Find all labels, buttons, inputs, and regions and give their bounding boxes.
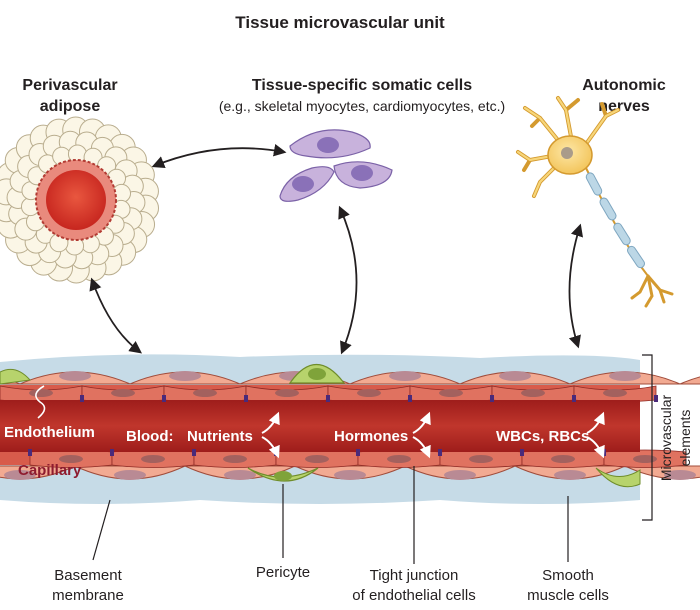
tight-junction xyxy=(438,449,442,456)
pericyte-cell xyxy=(247,467,319,482)
tight-junction xyxy=(654,395,658,402)
somatic-cells-label: Tissue-specific somatic cells xyxy=(252,77,472,94)
flow-arrows xyxy=(261,411,605,459)
basement-membrane-label: Basement xyxy=(54,567,122,584)
tight-junction xyxy=(244,395,248,402)
callout-lines xyxy=(92,466,569,564)
endothelium-pointer xyxy=(35,385,46,419)
tight-junction xyxy=(110,449,114,456)
pericyte-cell xyxy=(0,368,31,385)
adipose-vessel-lumen xyxy=(46,170,106,230)
tight-junction xyxy=(572,395,576,402)
endothelium-label: Endothelium xyxy=(4,424,95,441)
tight-junction xyxy=(80,395,84,402)
pericyte-cell xyxy=(595,467,641,488)
smooth-muscle-cell xyxy=(679,376,700,385)
perivascular-label-line2: adipose xyxy=(40,98,101,115)
somatic-cell xyxy=(279,166,335,202)
capillary-label: Capillary xyxy=(18,462,82,479)
nutrients-label: Nutrients xyxy=(187,428,253,445)
arrow-nerve-vessel xyxy=(568,223,584,349)
tight-junction xyxy=(28,449,32,456)
basement-membrane-label-line2: membrane xyxy=(52,587,124,604)
arrow-adipose-vessel xyxy=(89,277,143,354)
arrow-adipose-somatic xyxy=(151,144,287,169)
wbcs-rbcs-label: WBCs, RBCs xyxy=(496,428,589,445)
diagram-title: Tissue microvascular unit xyxy=(235,13,445,32)
microvascular-elements-label: Microvascular xyxy=(658,394,674,481)
tight-junction-label: Tight junction xyxy=(370,567,459,584)
perivascular-adipose xyxy=(0,116,160,284)
pericyte-label: Pericyte xyxy=(256,564,310,581)
pericyte-cell xyxy=(288,364,346,384)
microvascular-elements-label-line2: elements xyxy=(677,410,693,467)
arrow-somatic-vessel xyxy=(338,205,358,355)
tight-junction xyxy=(356,449,360,456)
tight-junction xyxy=(408,395,412,402)
capillary-vessel xyxy=(0,354,700,504)
somatic-cell xyxy=(289,129,371,159)
somatic-cells-sublabel: (e.g., skeletal myocytes, cardiomyocytes… xyxy=(219,98,505,114)
blood-label: Blood: xyxy=(126,428,173,445)
interaction-arrows xyxy=(89,144,584,355)
autonomic-neuron xyxy=(516,96,674,308)
tight-junction xyxy=(490,395,494,402)
tight-junction xyxy=(162,395,166,402)
smooth-muscle-label-line2: muscle cells xyxy=(527,587,609,604)
autonomic-nerves-label: Autonomic xyxy=(582,77,666,94)
smooth-muscle-layer-bottom xyxy=(0,465,700,480)
perivascular-label: Perivascular xyxy=(22,77,117,94)
autonomic-nerves-label-line2: nerves xyxy=(598,98,650,115)
tight-junction xyxy=(326,395,330,402)
tight-junction-label-line2: of endothelial cells xyxy=(352,587,475,604)
hormones-label: Hormones xyxy=(334,428,408,445)
microvascular-bracket xyxy=(642,354,653,521)
smooth-muscle-label: Smooth xyxy=(542,567,594,584)
capillary-lumen xyxy=(0,400,640,452)
tight-junction xyxy=(520,449,524,456)
tight-junction xyxy=(192,449,196,456)
somatic-cells xyxy=(279,129,393,202)
somatic-cell xyxy=(333,161,393,189)
